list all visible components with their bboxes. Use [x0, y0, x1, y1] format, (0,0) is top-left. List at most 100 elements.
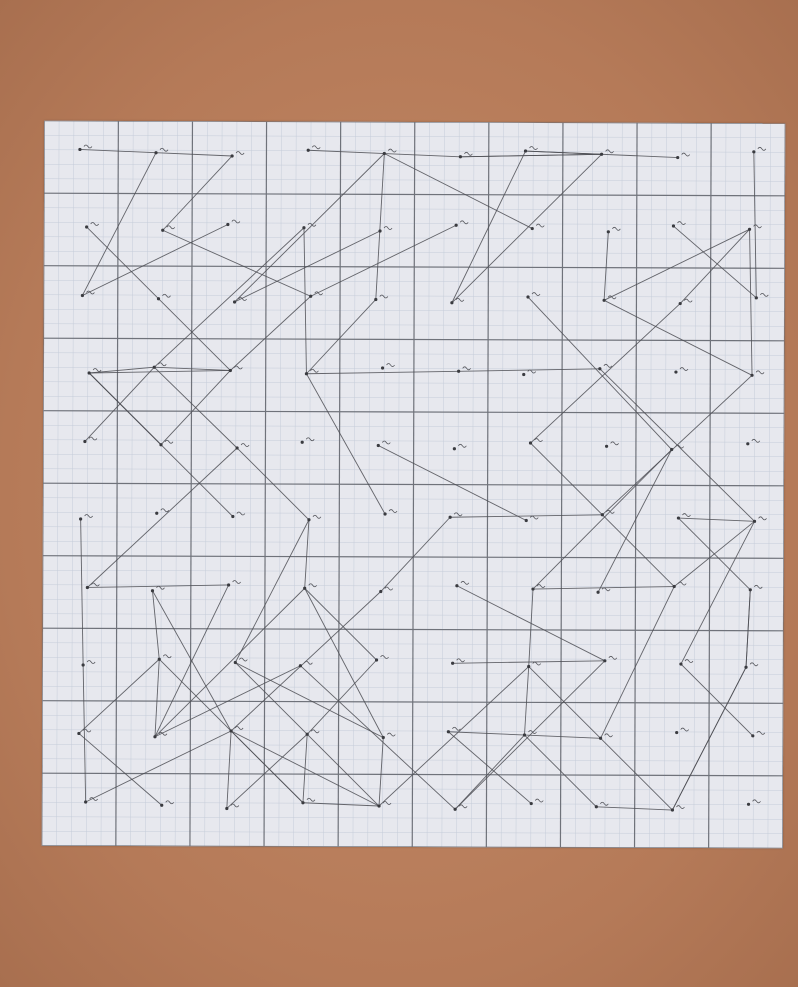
graph-paper-sheet [42, 121, 786, 849]
node-dot [235, 446, 238, 449]
pencil-line [384, 154, 532, 229]
node-scribble-mark [166, 801, 174, 804]
node-dot [531, 227, 534, 230]
pencil-line [79, 733, 162, 805]
node-scribble-mark [84, 145, 92, 148]
node-dot [383, 152, 386, 155]
node-scribble-mark [530, 516, 538, 519]
pencil-line [601, 586, 675, 738]
node-scribble-mark [604, 364, 612, 367]
node-dot [81, 294, 84, 297]
node-dot [755, 296, 758, 299]
node-dot [309, 295, 312, 298]
node-dot [675, 731, 678, 734]
node-dot [600, 153, 603, 156]
node-scribble-mark [606, 150, 614, 153]
node-scribble-mark [387, 364, 395, 367]
node-dot [153, 366, 156, 369]
node-dot [748, 228, 751, 231]
node-scribble-mark [760, 293, 768, 296]
node-scribble-mark [311, 730, 319, 733]
pencil-line [87, 447, 237, 588]
node-scribble-mark [241, 444, 249, 447]
node-scribble-mark [313, 515, 321, 518]
node-dot [157, 297, 160, 300]
node-scribble-mark [750, 663, 758, 666]
pencil-line [384, 154, 460, 157]
node-scribble-mark [310, 369, 318, 372]
node-dot [86, 586, 89, 589]
node-scribble-mark [160, 148, 168, 151]
node-dot [607, 230, 610, 233]
pencil-line [79, 659, 159, 734]
node-dot [233, 300, 236, 303]
node-dot [379, 590, 382, 593]
node-dot [672, 224, 675, 227]
node-scribble-mark [237, 512, 245, 515]
node-scribble-mark [234, 366, 242, 369]
node-scribble-mark [457, 659, 465, 662]
node-dot [88, 371, 91, 374]
node-dot [307, 518, 310, 521]
node-dot [679, 662, 682, 665]
node-dot [751, 734, 754, 737]
node-scribble-mark [752, 439, 760, 442]
node-dot [303, 587, 306, 590]
node-dot [305, 372, 308, 375]
pencil-line [155, 659, 159, 737]
node-dot [595, 805, 598, 808]
node-scribble-mark [389, 510, 397, 513]
pencil-line [306, 374, 386, 514]
node-dot [671, 808, 674, 811]
node-scribble-mark [685, 660, 693, 663]
node-dot [229, 369, 232, 372]
node-dot [451, 662, 454, 665]
pencil-line [378, 446, 526, 521]
node-dot [382, 736, 385, 739]
pencil-line [155, 588, 305, 738]
pencil-line [460, 154, 601, 157]
node-dot [744, 666, 747, 669]
node-dot [749, 588, 752, 591]
pencil-line [457, 586, 605, 661]
node-dot [522, 373, 525, 376]
node-scribble-mark [758, 147, 766, 150]
pencil-line [604, 232, 608, 301]
node-dot [299, 664, 302, 667]
node-dot [454, 808, 457, 811]
pencil-line [749, 229, 753, 375]
node-dot [455, 584, 458, 587]
node-dot [447, 730, 450, 733]
node-scribble-mark [460, 221, 468, 224]
node-dot [677, 516, 680, 519]
node-scribble-mark [461, 581, 469, 584]
node-scribble-mark [231, 804, 239, 807]
node-dot [674, 370, 677, 373]
pencil-line [450, 514, 602, 518]
node-scribble-mark [388, 149, 396, 152]
node-scribble-mark [678, 582, 686, 585]
node-scribble-mark [165, 440, 173, 443]
node-dot [153, 735, 156, 738]
node-dot [449, 516, 452, 519]
major-grid [42, 121, 786, 849]
node-scribble-mark [684, 299, 692, 302]
pencil-line [678, 518, 754, 521]
pencil-line [448, 732, 531, 804]
node-dot [603, 659, 606, 662]
node-scribble-mark [163, 655, 171, 658]
node-dot [598, 367, 601, 370]
node-scribble-mark [306, 438, 314, 441]
node-dot [301, 441, 304, 444]
node-scribble-mark [535, 439, 543, 442]
pencil-line [673, 226, 756, 298]
node-scribble-mark [93, 369, 101, 372]
pencil-line [307, 660, 376, 735]
node-dot [457, 370, 460, 373]
node-scribble-mark [312, 146, 320, 149]
pencil-line [154, 227, 304, 368]
node-scribble-mark [682, 514, 690, 517]
node-scribble-mark [602, 588, 610, 591]
node-scribble-mark [454, 513, 462, 516]
